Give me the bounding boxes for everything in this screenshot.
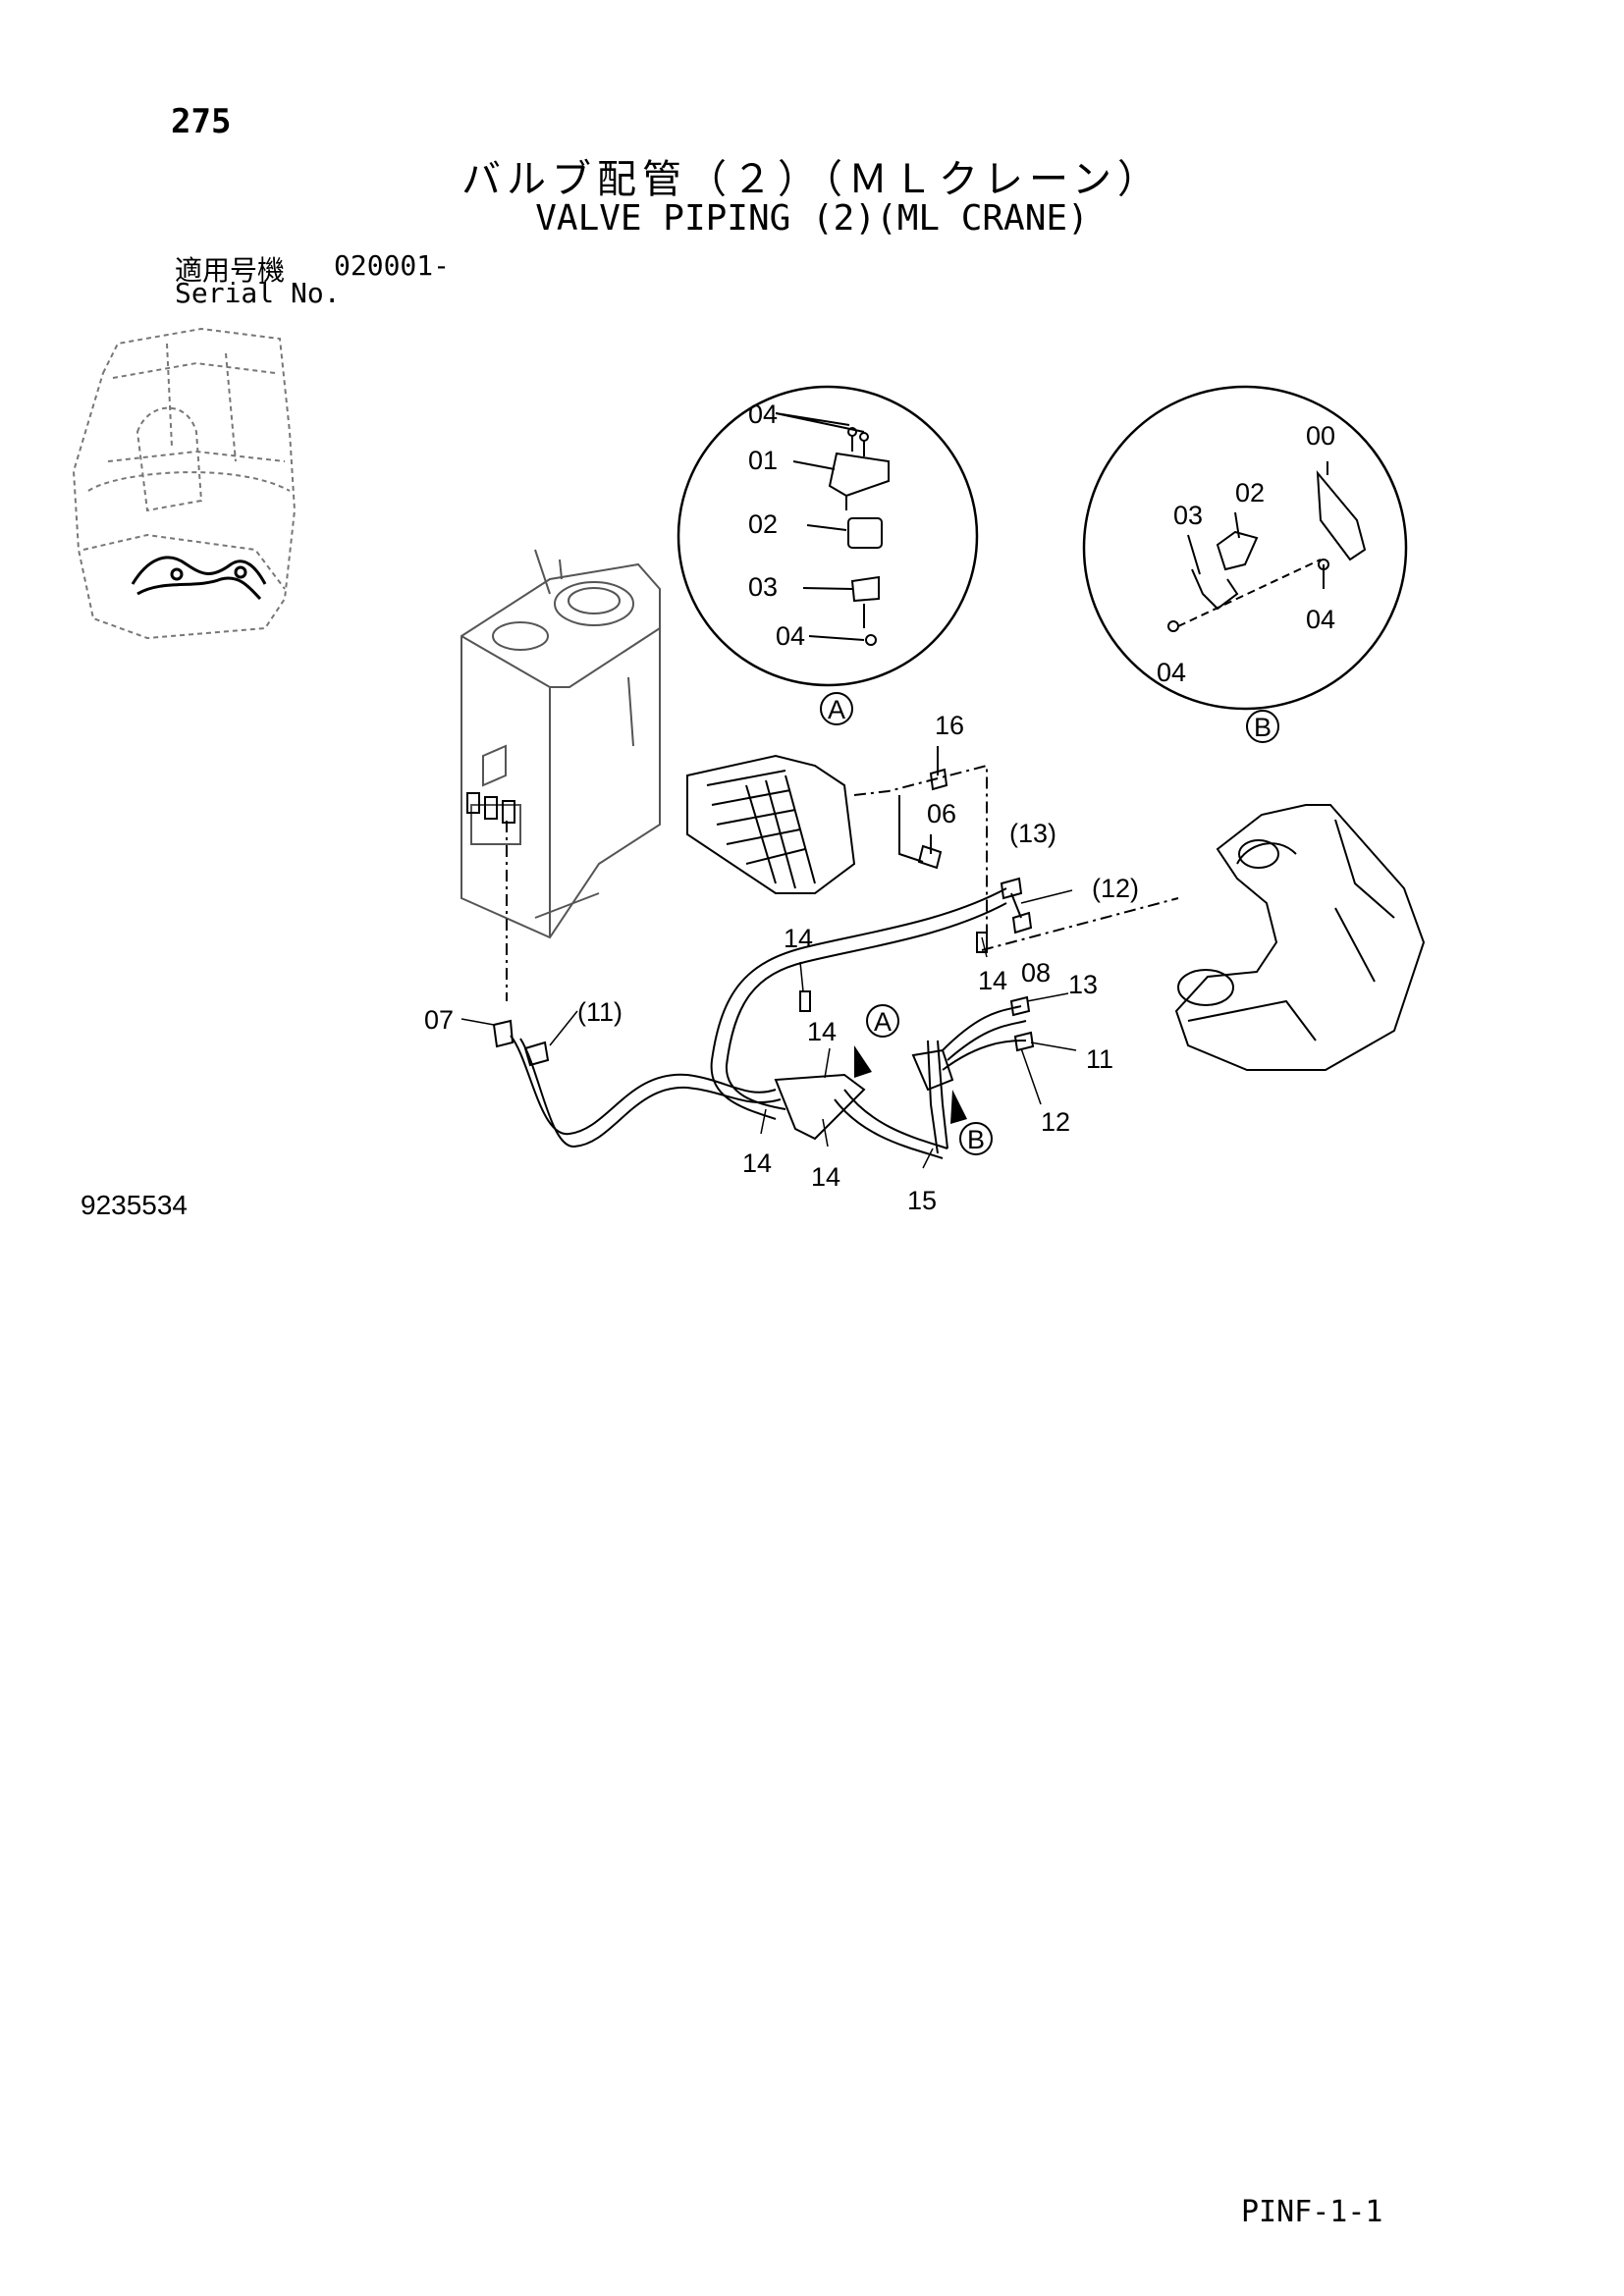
- location-markers: A B: [854, 1004, 993, 1155]
- main-marker-b: B: [967, 1125, 985, 1154]
- page-title-english: VALVE PIPING (2)(ML CRANE): [535, 198, 1089, 239]
- label-detail-a-01: 01: [748, 446, 778, 475]
- detail-b-marker: B: [1254, 713, 1272, 742]
- valve-fittings: [917, 746, 948, 870]
- label-14-b: 14: [978, 966, 1007, 995]
- page-code: PINF-1-1: [1241, 2195, 1383, 2229]
- label-detail-b-02: 02: [1235, 478, 1265, 507]
- control-valve-block: [686, 754, 988, 942]
- label-detail-b-00: 00: [1306, 421, 1335, 451]
- label-08: 08: [1021, 958, 1051, 988]
- detail-a-marker: A: [828, 695, 845, 724]
- boom-bracket: [1174, 804, 1426, 1071]
- label-15: 15: [907, 1186, 937, 1215]
- page-number: 275: [171, 102, 232, 141]
- label-07: 07: [424, 1005, 454, 1035]
- serial-label-english: Serial No.: [175, 277, 341, 309]
- hose-bundle: [510, 887, 1027, 1159]
- leader-lines: [460, 889, 1077, 1169]
- label-detail-a-04-bottom: 04: [776, 621, 805, 651]
- machine-thumbnail: [72, 327, 297, 640]
- serial-label-japanese: 適用号機: [175, 254, 286, 287]
- tank-fittings: [466, 792, 515, 1001]
- label-14-c: 14: [807, 1017, 837, 1046]
- label-06: 06: [927, 799, 956, 828]
- hose-fittings: [492, 877, 1035, 1067]
- detail-circle-b: B 00 02 03 04 04: [1082, 385, 1408, 743]
- machine-thumbnail-highlight: [131, 556, 267, 601]
- label-detail-a-02: 02: [748, 509, 778, 539]
- label-16: 16: [935, 711, 964, 740]
- label-14-d: 14: [742, 1148, 772, 1178]
- detail-circle-a: A 04 01 02 03 04: [677, 385, 979, 725]
- label-detail-a-04-top: 04: [748, 400, 778, 429]
- label-detail-b-04-left: 04: [1157, 658, 1186, 687]
- label-14-a: 14: [784, 924, 813, 953]
- label-12: 12: [1041, 1107, 1070, 1137]
- main-part-labels: 16 06 (13) (12) 14 14 08 13 14 07 (11) 1…: [424, 711, 1139, 1215]
- label-14-e: 14: [811, 1162, 840, 1192]
- page-title-japanese: バルブ配管（２）（ＭＬクレーン）: [461, 157, 1163, 202]
- dash-to-boom: [981, 897, 1179, 951]
- label-13-paren: (13): [1009, 819, 1056, 848]
- label-12-paren: (12): [1092, 874, 1139, 903]
- label-13: 13: [1068, 970, 1098, 999]
- serial-number-value: 020001-: [334, 249, 451, 282]
- figure-number: 9235534: [81, 1190, 189, 1220]
- label-detail-a-03: 03: [748, 572, 778, 602]
- label-11: 11: [1086, 1044, 1113, 1074]
- tank-assembly: [460, 549, 661, 939]
- label-detail-b-04-right: 04: [1306, 605, 1335, 634]
- main-marker-a: A: [874, 1007, 892, 1037]
- label-11-paren: (11): [577, 997, 623, 1027]
- label-detail-b-03: 03: [1173, 501, 1203, 530]
